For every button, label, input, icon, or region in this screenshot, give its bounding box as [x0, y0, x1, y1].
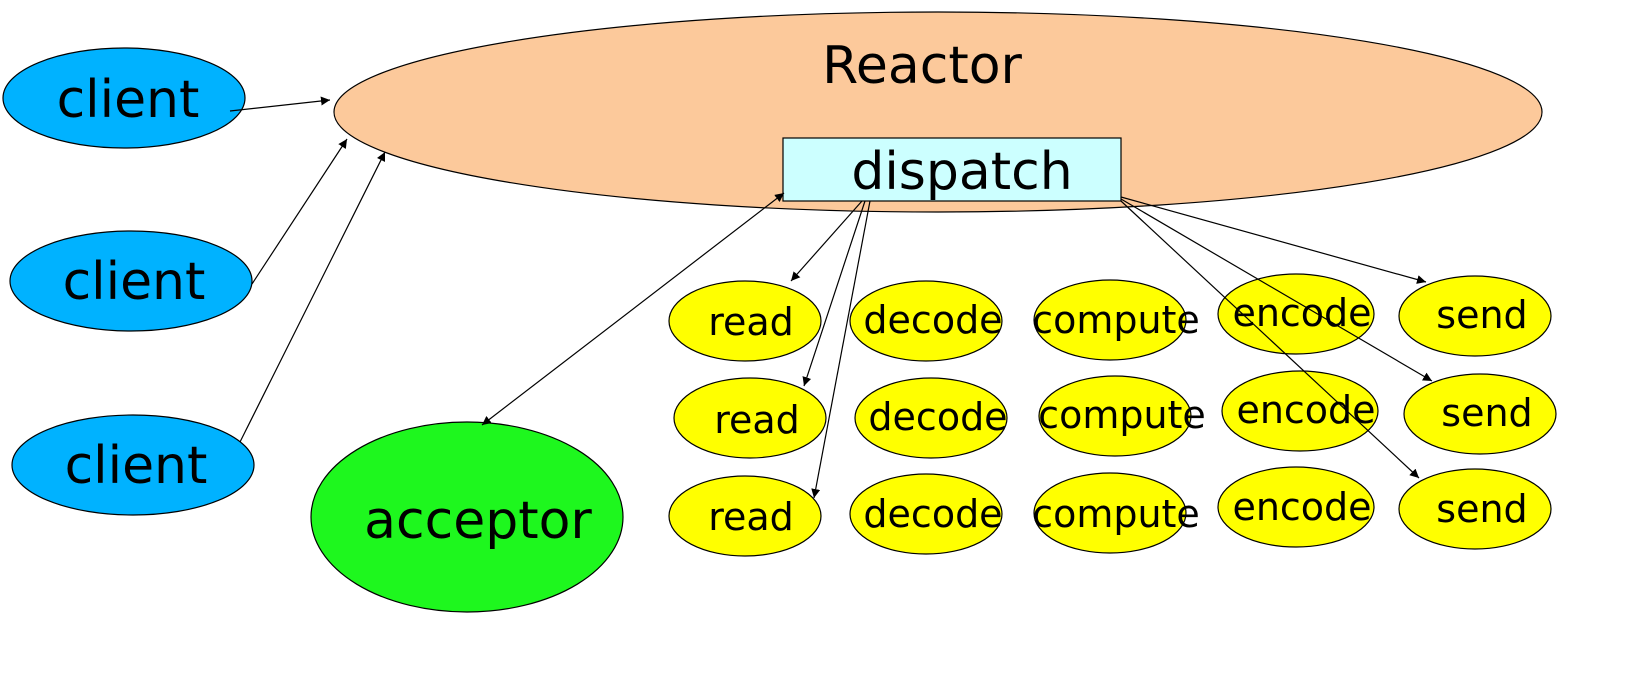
dispatch-to-read-2-arrow	[802, 200, 866, 387]
decode-label: decode	[863, 298, 1002, 342]
dispatch-node: dispatch	[782, 137, 1122, 202]
encode-handler: encode	[1217, 466, 1375, 548]
client-label: client	[65, 436, 208, 496]
compute-label: compute	[1032, 492, 1200, 536]
encode-label: encode	[1236, 388, 1375, 432]
dispatch-acceptor-arrow	[481, 192, 785, 426]
pipeline-row-3: read decode compute encode send	[668, 466, 1552, 557]
handler-ellipse	[668, 475, 822, 557]
encode-handler: encode	[1217, 273, 1375, 355]
decode-label: decode	[868, 395, 1007, 439]
send-handler: send	[1398, 275, 1552, 357]
dispatch-to-send-1-arrow	[1120, 196, 1427, 284]
pipeline-row-1: read decode compute encode send	[668, 273, 1552, 362]
client-node-3: client	[11, 414, 255, 516]
send-label: send	[1441, 391, 1532, 435]
acceptor-ellipse	[310, 421, 624, 613]
client-ellipse	[11, 414, 255, 516]
encode-handler: encode	[1221, 370, 1379, 452]
handler-ellipse	[849, 473, 1003, 555]
compute-label: compute	[1038, 393, 1206, 437]
handler-ellipse	[1217, 273, 1375, 355]
encode-label: encode	[1232, 291, 1371, 335]
handler-ellipse	[1403, 373, 1557, 455]
client-label: client	[63, 252, 206, 312]
dispatch-to-send-2-arrow	[1120, 198, 1433, 382]
reactor-ellipse	[333, 11, 1543, 213]
dispatch-to-read-1-arrow	[790, 200, 863, 282]
read-label: read	[714, 398, 800, 442]
client-1-to-reactor-arrow	[229, 96, 331, 112]
send-label: send	[1436, 293, 1527, 337]
dispatch-label: dispatch	[851, 142, 1072, 202]
read-handler: read	[668, 280, 822, 362]
dispatch-to-read-3-arrow	[811, 200, 871, 499]
read-handler: read	[673, 377, 827, 459]
compute-handler: compute	[1032, 279, 1200, 361]
client-node-1: client	[2, 47, 246, 149]
compute-handler: compute	[1038, 375, 1206, 457]
client-label: client	[57, 70, 200, 130]
read-handler: read	[668, 475, 822, 557]
handler-ellipse	[854, 377, 1008, 459]
read-label: read	[708, 495, 794, 539]
handler-ellipse	[1398, 468, 1552, 550]
acceptor-node: acceptor	[310, 421, 624, 613]
reactor-node: Reactor	[333, 11, 1543, 213]
compute-label: compute	[1032, 298, 1200, 342]
encode-label: encode	[1232, 485, 1371, 529]
client-node-2: client	[9, 230, 253, 332]
handler-ellipse	[849, 280, 1003, 362]
dispatch-box	[782, 137, 1122, 202]
handler-ellipse	[1033, 279, 1187, 361]
compute-handler: compute	[1032, 472, 1200, 554]
handler-ellipse	[1038, 375, 1192, 457]
decode-handler: decode	[854, 377, 1008, 459]
pipeline-row-2: read decode compute encode send	[673, 370, 1557, 459]
acceptor-label: acceptor	[364, 491, 592, 551]
client-ellipse	[2, 47, 246, 149]
decode-handler: decode	[849, 473, 1003, 555]
send-handler: send	[1403, 373, 1557, 455]
read-label: read	[708, 300, 794, 344]
handler-ellipse	[1217, 466, 1375, 548]
client-3-to-reactor-arrow	[239, 151, 386, 443]
handler-ellipse	[1221, 370, 1379, 452]
reactor-label: Reactor	[822, 36, 1022, 96]
send-label: send	[1436, 487, 1527, 531]
decode-handler: decode	[849, 280, 1003, 362]
dispatch-to-send-3-arrow	[1120, 200, 1420, 479]
send-handler: send	[1398, 468, 1552, 550]
handler-ellipse	[1398, 275, 1552, 357]
client-2-to-reactor-arrow	[251, 138, 348, 285]
decode-label: decode	[863, 492, 1002, 536]
client-ellipse	[9, 230, 253, 332]
handler-ellipse	[1033, 472, 1187, 554]
